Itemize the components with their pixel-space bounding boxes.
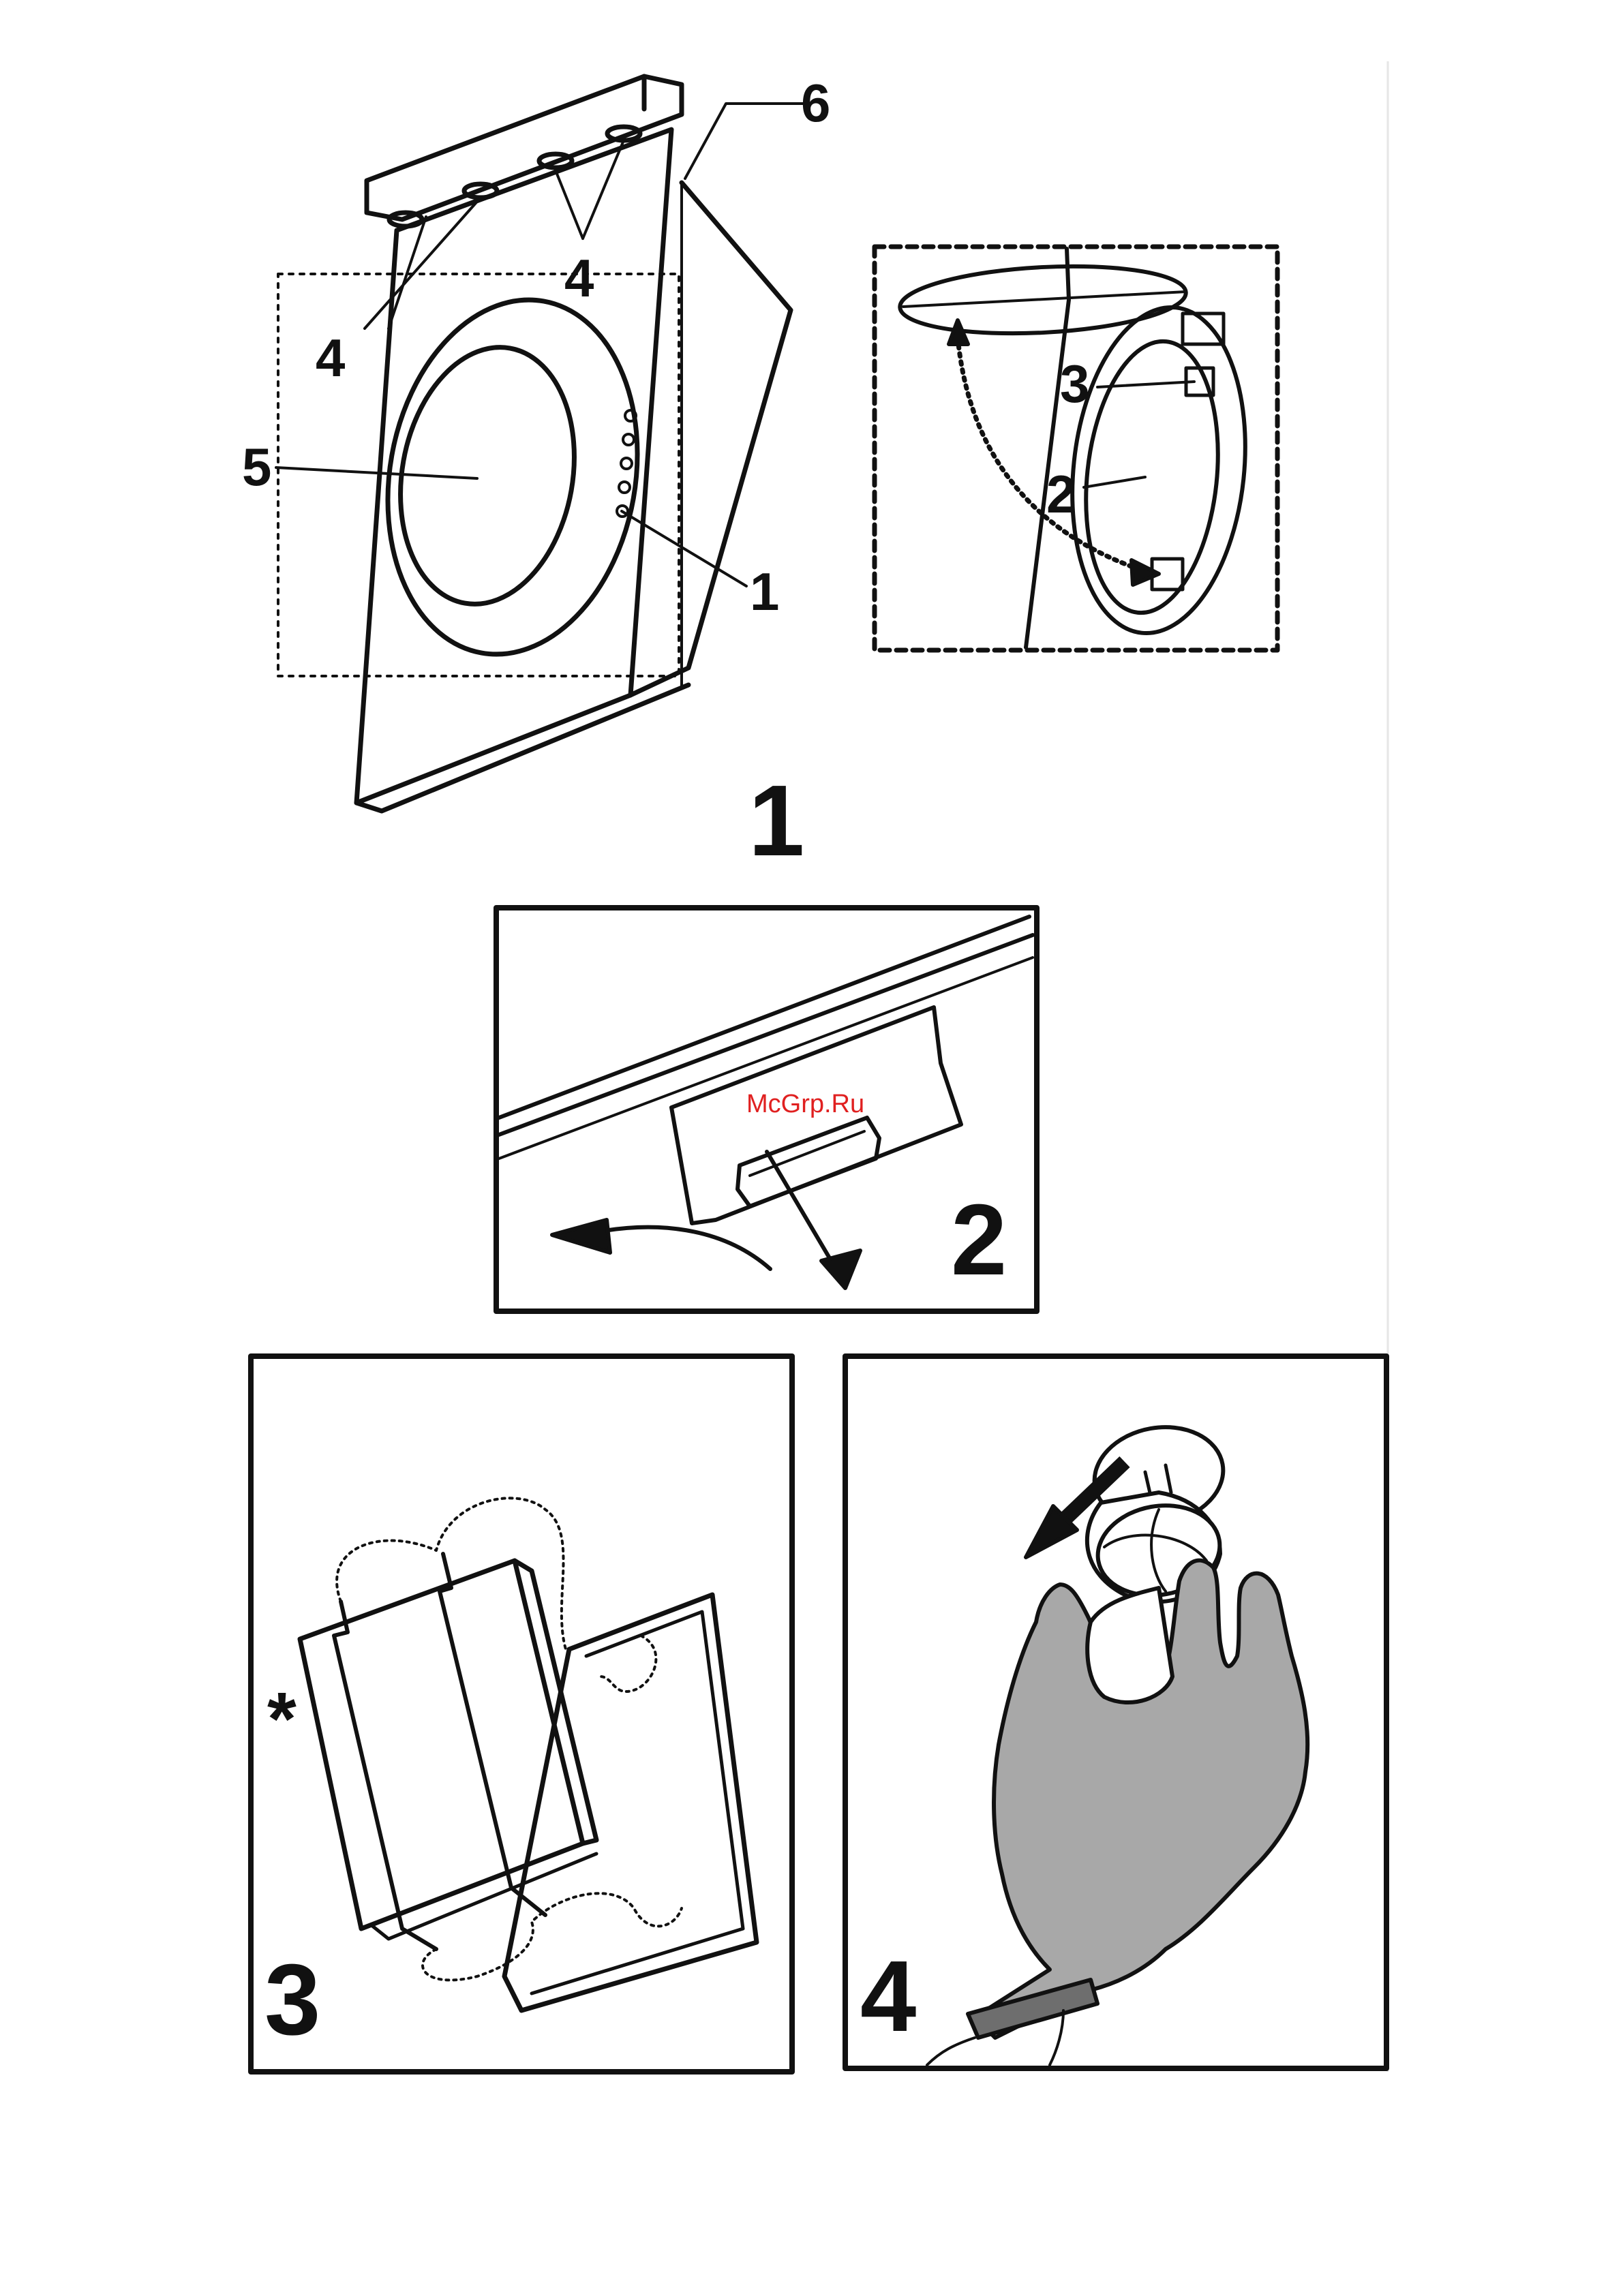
figure-number-1: 1	[748, 765, 804, 877]
callout-3: 3	[1060, 354, 1089, 414]
callout-5: 5	[242, 437, 271, 497]
control-button	[619, 482, 630, 493]
callout-4-left: 4	[316, 328, 345, 388]
figure-4-lamp-replacement	[845, 1356, 1386, 2068]
leader-2	[1084, 477, 1145, 487]
leader-5	[276, 468, 477, 478]
callout-6: 6	[801, 73, 830, 133]
asterisk-marker: *	[267, 1677, 297, 1761]
control-button	[623, 434, 634, 445]
grease-filter-outer	[361, 280, 665, 675]
arc-arrowhead-bottom	[1132, 560, 1159, 585]
dotted-outline-bottom	[423, 1893, 682, 1980]
watermark: McGrp.Ru	[746, 1090, 864, 1118]
callout-2: 2	[1046, 464, 1076, 524]
lamp-cover-handle	[738, 1118, 879, 1206]
callout-4-right: 4	[564, 248, 594, 308]
rotate-arrow-head	[552, 1220, 610, 1253]
leader-6	[685, 104, 804, 179]
figure-number-3: 3	[264, 1944, 320, 2056]
callout-1: 1	[750, 562, 779, 622]
bulb-visible-part	[1087, 1588, 1172, 1702]
hood-bottom-edge	[357, 685, 688, 811]
dotted-outline-side	[600, 1636, 656, 1692]
filter-back-frame	[504, 1595, 757, 2010]
lid-edge	[903, 292, 1186, 307]
panel-edge-line	[1026, 249, 1069, 647]
filter-front-bottom	[371, 1854, 596, 1939]
figure-1-detail-filter-hinge	[875, 247, 1277, 650]
figure-1-hood-overview	[276, 76, 804, 811]
figure-number-4: 4	[860, 1940, 916, 2053]
rotate-arrow-shaft	[590, 1227, 770, 1269]
figure-number-2: 2	[951, 1184, 1007, 1296]
figure-3-charcoal-filter	[251, 1356, 792, 2072]
wire-clip-left	[334, 1602, 436, 1949]
figure-3-frame	[251, 1356, 792, 2072]
mounting-rail	[367, 76, 682, 219]
control-button	[621, 458, 632, 469]
